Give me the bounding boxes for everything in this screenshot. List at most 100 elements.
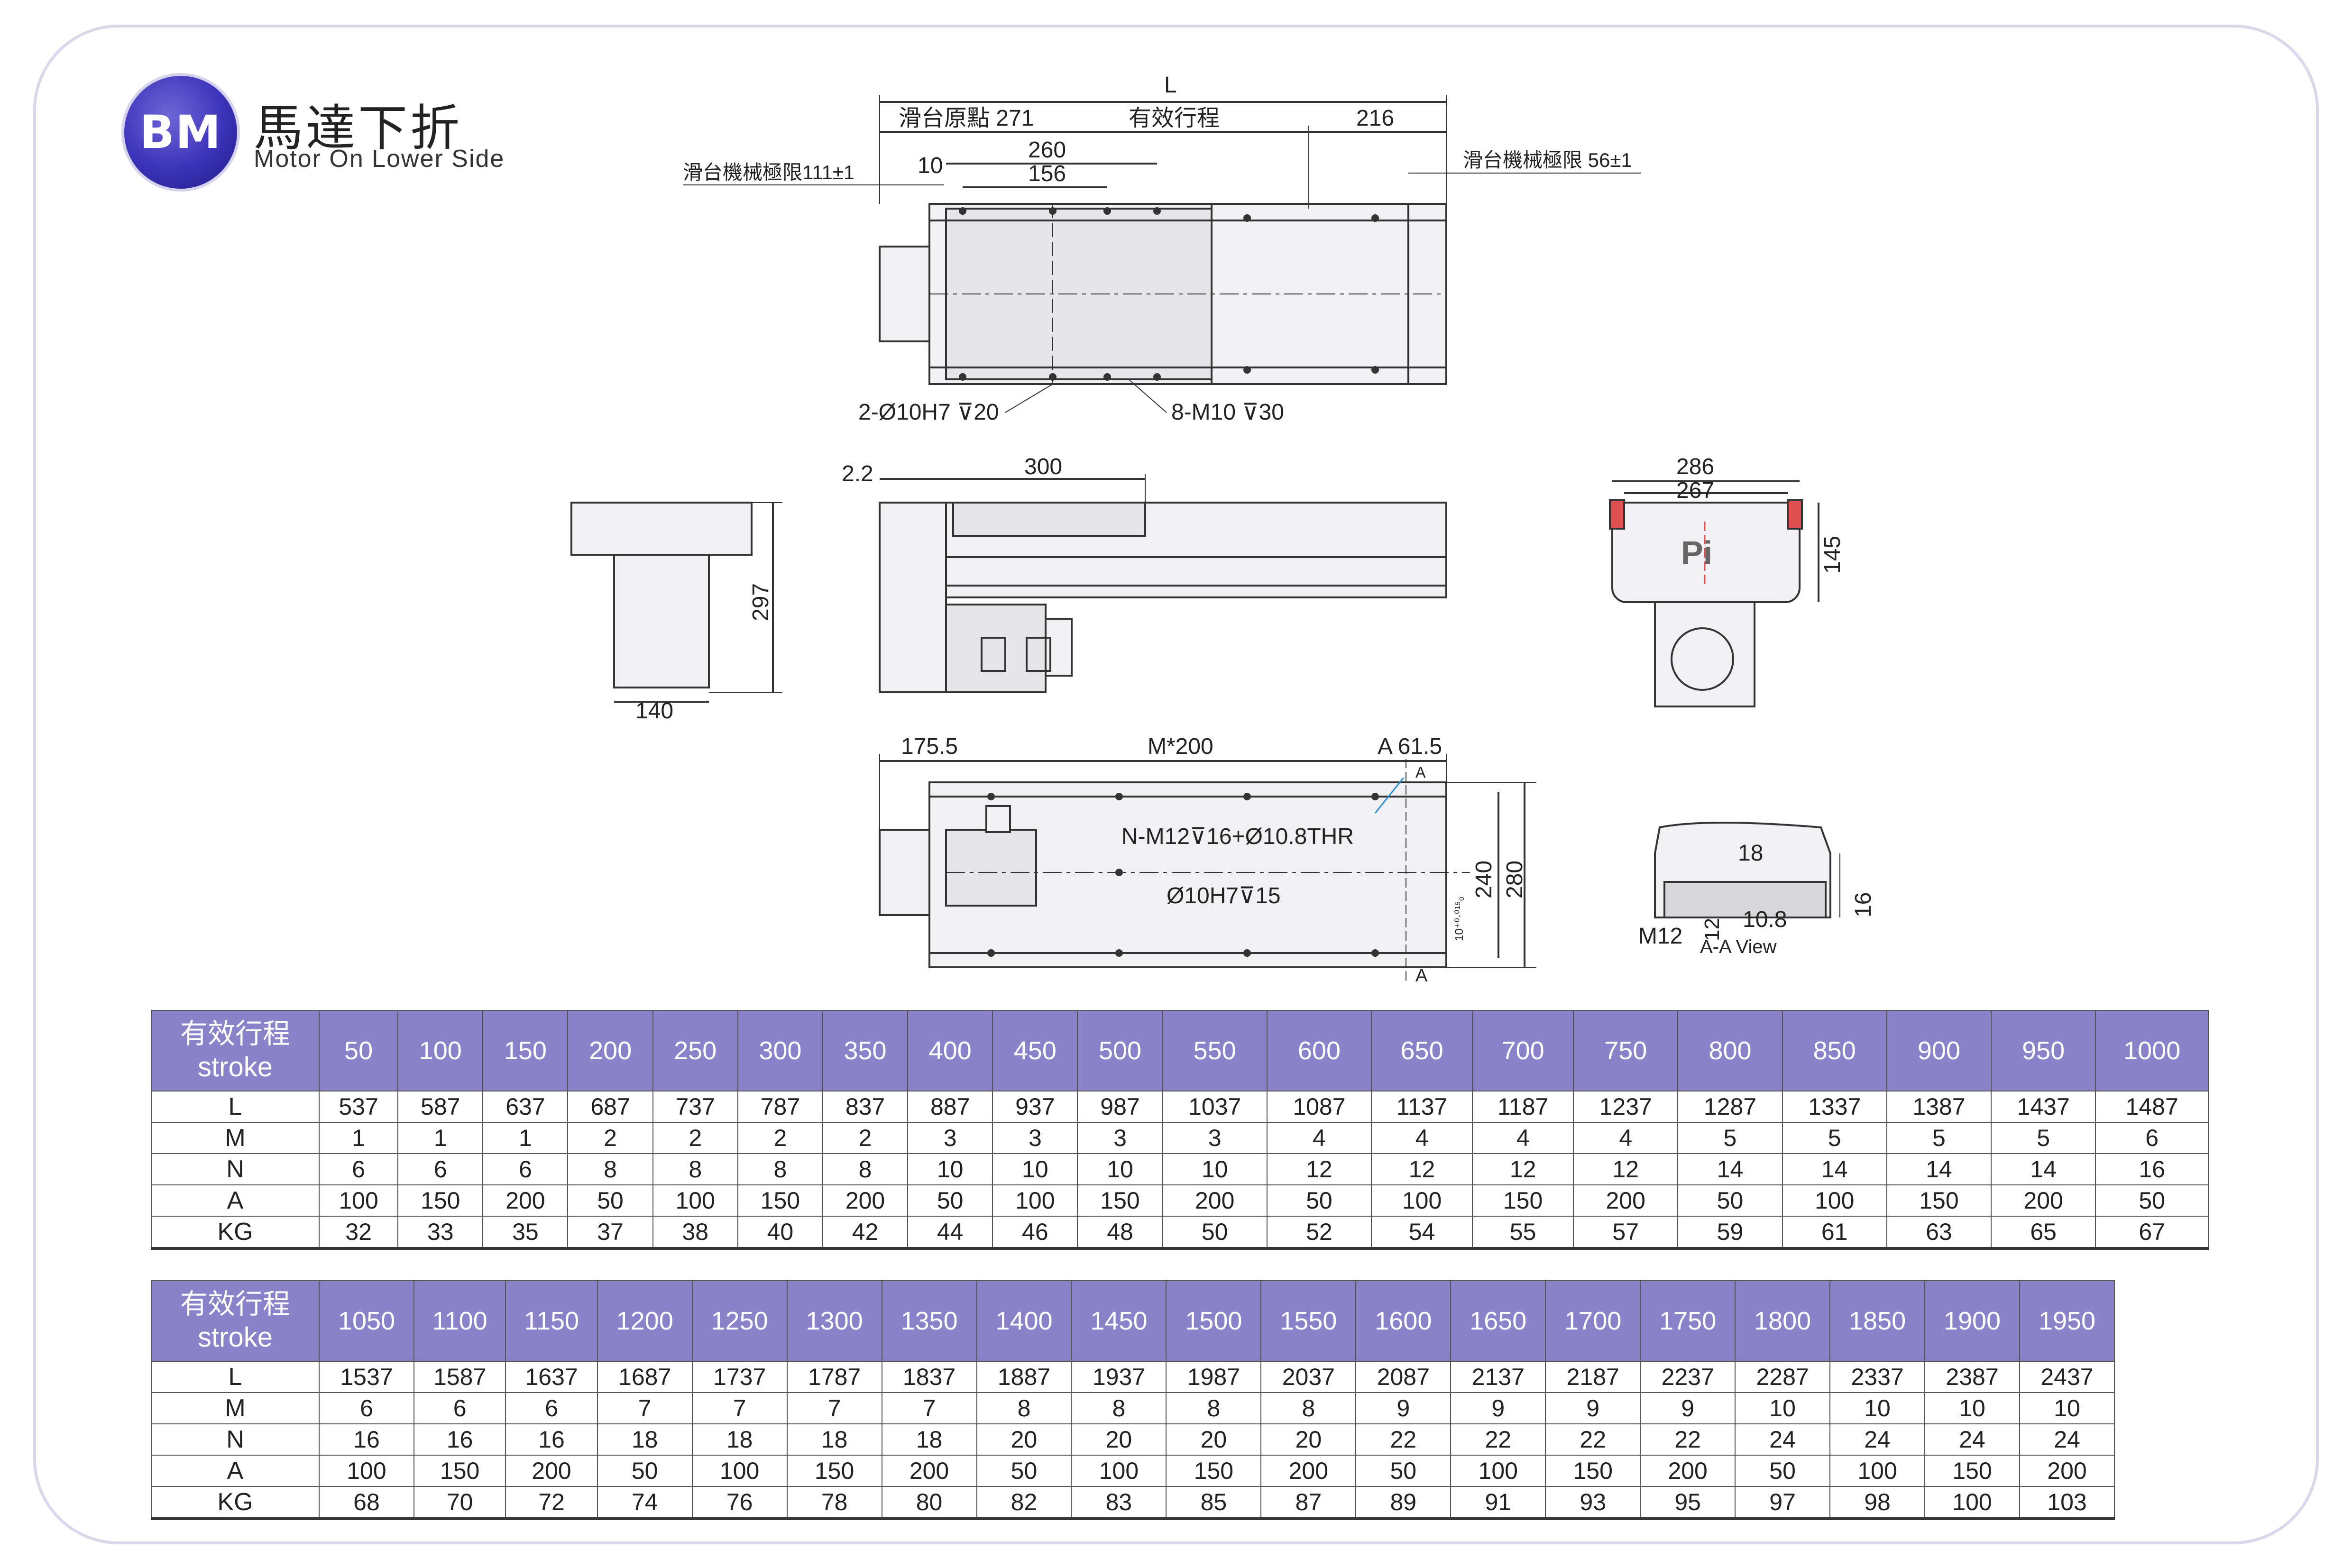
table-cell: 2 [737, 1122, 823, 1154]
table-cell: 37 [567, 1216, 653, 1250]
table-cell: 76 [691, 1486, 788, 1520]
table-cell: 14 [1677, 1153, 1783, 1185]
table-cell: 1437 [1991, 1091, 2096, 1123]
table-cell: 68 [319, 1486, 414, 1520]
top-view [683, 95, 1641, 413]
table-cell: 20 [1166, 1423, 1262, 1456]
dim-stroke: 有效行程 [1129, 106, 1220, 131]
table-cell: 10 [1924, 1392, 2020, 1424]
table-cell: 9 [1545, 1392, 1641, 1424]
table-cell: 12 [1573, 1153, 1679, 1185]
stroke-cell: 150 [482, 1010, 569, 1091]
stroke-cell: 1600 [1355, 1280, 1452, 1362]
table-cell: 7 [691, 1392, 788, 1424]
table-cell: 61 [1782, 1216, 1887, 1250]
stroke-cell: 1050 [319, 1280, 414, 1362]
table-cell: 6 [505, 1392, 598, 1424]
table-cell: 200 [1991, 1184, 2096, 1217]
table-cell: 1537 [319, 1361, 414, 1393]
table-cell: 200 [1573, 1184, 1679, 1217]
table-cell: 16 [2095, 1153, 2209, 1185]
dim-175-5: 175.5 [901, 734, 958, 759]
stroke-cell: 950 [1991, 1010, 2096, 1091]
stroke-cell: 1450 [1071, 1280, 1167, 1362]
table-cell: 42 [822, 1216, 909, 1250]
table-cell: 100 [1371, 1184, 1473, 1217]
table-cell: 10 [907, 1153, 993, 1185]
table-cell: 18 [881, 1423, 977, 1456]
table-cell: 16 [413, 1423, 506, 1456]
table-cell: 20 [1260, 1423, 1357, 1456]
table-cell: 22 [1545, 1423, 1641, 1456]
table-cell: 4 [1573, 1122, 1679, 1154]
table-cell: 10 [1077, 1153, 1163, 1185]
table-cell: 59 [1677, 1216, 1783, 1250]
stroke-cell: 1950 [2019, 1280, 2115, 1362]
table-cell: 24 [2019, 1423, 2115, 1456]
table-cell: 32 [318, 1216, 399, 1250]
table-cell: 987 [1077, 1091, 1163, 1123]
table-cell: 1587 [413, 1361, 506, 1393]
stroke-cell: 100 [397, 1010, 484, 1091]
table-cell: 3 [907, 1122, 993, 1154]
table-cell: 63 [1886, 1216, 1992, 1250]
table-cell: 737 [652, 1091, 738, 1123]
table-cell: 22 [1640, 1423, 1736, 1456]
table-cell: 10 [2019, 1392, 2115, 1424]
table-cell: 95 [1640, 1486, 1736, 1520]
table-cell: 150 [1545, 1455, 1641, 1487]
table-cell: 787 [737, 1091, 823, 1123]
table-cell: 10 [992, 1153, 1078, 1185]
stroke-cell: 1500 [1166, 1280, 1262, 1362]
table-cell: 587 [397, 1091, 484, 1123]
table-cell: 2287 [1735, 1361, 1831, 1393]
table-cell: 38 [652, 1216, 738, 1250]
table-cell: 200 [2019, 1455, 2115, 1487]
dim-limit-right: 滑台機械極限 56±1 [1463, 149, 1632, 171]
table-cell: 24 [1924, 1423, 2020, 1456]
table-cell: 4 [1472, 1122, 1574, 1154]
table-cell: 100 [1924, 1486, 2020, 1520]
bm-logo: BM [124, 76, 237, 189]
stroke-cell: 400 [907, 1010, 993, 1091]
table-cell: 8 [652, 1153, 738, 1185]
table-cell: 150 [1886, 1184, 1992, 1217]
table-cell: 48 [1077, 1216, 1163, 1250]
table-cell: 1887 [976, 1361, 1072, 1393]
dim-12: 12 [1700, 918, 1724, 941]
stroke-header-cn: 有效行程 [180, 1018, 290, 1049]
table-cell: 89 [1355, 1486, 1452, 1520]
row-label: N [151, 1153, 320, 1185]
title-chinese: 馬達下折 [254, 99, 463, 157]
side-view [570, 474, 1819, 707]
table-cell: 72 [505, 1486, 598, 1520]
table-cell: 1337 [1782, 1091, 1887, 1123]
dim-216: 216 [1356, 106, 1394, 131]
stroke-cell: 50 [318, 1010, 399, 1091]
table-cell: 7 [881, 1392, 977, 1424]
dim-267: 267 [1676, 478, 1714, 503]
table-cell: 100 [1071, 1455, 1167, 1487]
table-cell: 150 [737, 1184, 823, 1217]
table-cell: 2087 [1355, 1361, 1452, 1393]
stroke-cell: 250 [652, 1010, 738, 1091]
table-cell: 9 [1355, 1392, 1452, 1424]
row-label: A [151, 1455, 320, 1487]
table-cell: 54 [1371, 1216, 1473, 1250]
table-cell: 83 [1071, 1486, 1167, 1520]
stroke-header-cn: 有效行程 [180, 1289, 290, 1320]
table-cell: 100 [319, 1455, 414, 1487]
table-cell: 200 [505, 1455, 598, 1487]
stroke-cell: 1800 [1735, 1280, 1831, 1362]
table-cell: 24 [1735, 1423, 1831, 1456]
table-cell: 6 [318, 1153, 399, 1185]
table-cell: 8 [1071, 1392, 1167, 1424]
stroke-cell: 700 [1472, 1010, 1574, 1091]
table-cell: 44 [907, 1216, 993, 1250]
table-cell: 100 [652, 1184, 738, 1217]
dim-thread: N-M12⊽16+Ø10.8THR [1121, 824, 1354, 849]
stroke-cell: 900 [1886, 1010, 1992, 1091]
table-cell: 3 [992, 1122, 1078, 1154]
table-cell: 10 [1162, 1153, 1268, 1185]
